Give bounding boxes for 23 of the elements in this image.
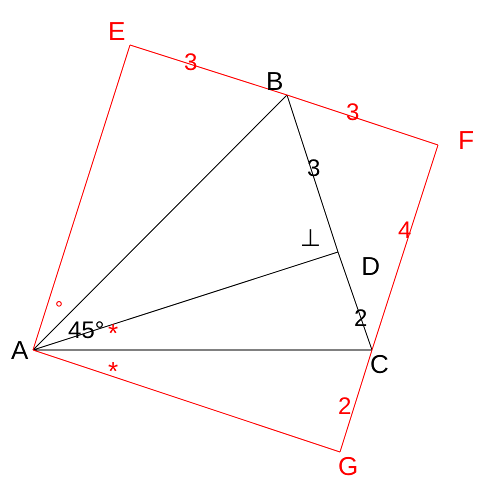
line-segment [130,44,288,96]
point-label: D [338,252,380,280]
length-label: 4 [398,218,412,244]
line-segment [32,94,288,350]
line-segment [32,252,338,350]
angle-mark: ⊥ [300,226,321,252]
line-segment [338,252,372,350]
point-label: A [11,336,33,364]
angle-mark: ° [55,297,63,322]
angle-mark: * [108,320,118,346]
line-segment [32,44,130,350]
point-label: F [438,126,474,154]
angle-mark: * [108,358,118,384]
point-label: C [370,350,394,378]
length-label: 2 [338,394,352,420]
line-segment [286,94,338,252]
line-segment [286,94,438,146]
line-segment [32,350,340,452]
point-label: G [338,452,362,480]
line-segment [372,144,438,350]
point-label: B [266,67,288,95]
line-segment [340,350,372,452]
point-label: E [108,17,130,45]
